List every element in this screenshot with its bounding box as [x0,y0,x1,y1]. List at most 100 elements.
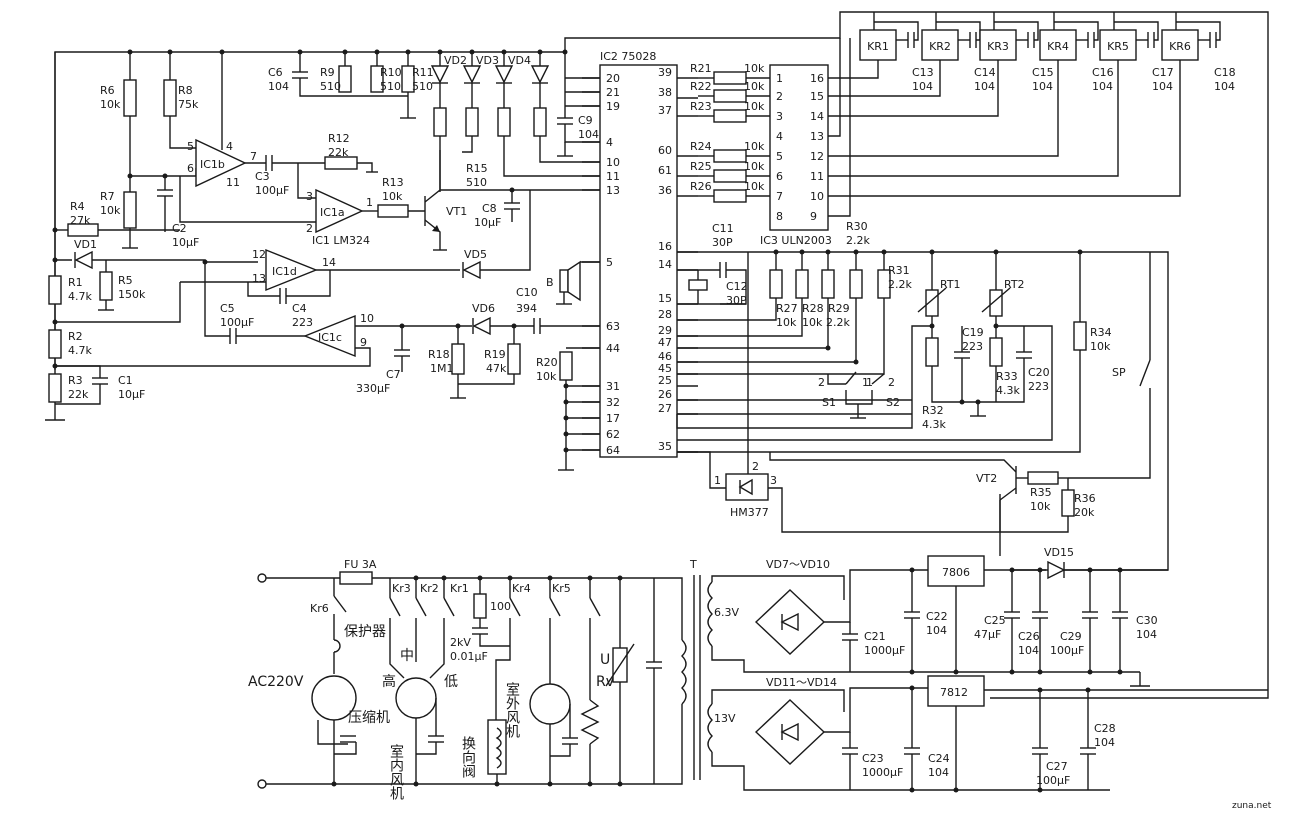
relay-cap-label-c14: C14 [974,66,996,79]
r4-label: R4 [70,200,85,213]
r3-value: 22k [68,388,89,401]
r28-value: 10k [802,316,823,329]
relay-cap-label-c13: C13 [912,66,934,79]
s2-pin2: 2 [888,376,895,389]
resistor-value-r22: 10k [744,80,765,93]
ic2-pin-16: 16 [658,240,672,253]
c22: C22 104 [904,570,948,672]
hm377-label: HM377 [730,506,769,519]
resistor-label-r23: R23 [690,100,712,113]
ic2-pin-11: 11 [606,170,620,183]
rt1-label: RT1 [940,278,961,291]
relay-label-kr2: KR2 [929,40,951,53]
vd1-label: VD1 [74,238,97,251]
relay-label-kr6: KR6 [1169,40,1191,53]
resistor-label-r24: R24 [690,140,712,153]
sensor-section: R30 2.2k R27 10k R28 10k R29 2.2k [676,220,1169,571]
r30-label: R30 [846,220,868,233]
relay-cap-value-c18: 104 [1214,80,1235,93]
r2-value: 4.7k [68,344,92,357]
rt2-thermistor: RT2 R33 4.3k [981,252,1025,402]
ic3-pin-6: 6 [776,170,783,183]
hm377-pin2: 2 [752,460,759,473]
c26-value: 104 [1018,644,1039,657]
resistor-r21 [713,71,747,85]
c25: C25 47μF [974,570,1020,672]
resistor-label-r25: R25 [690,160,712,173]
relay-cap-value-c17: 104 [1152,80,1173,93]
relay-kr2 [921,29,959,61]
resistor-label-r26: R26 [690,180,712,193]
ic1-part-label: IC1 LM324 [312,234,370,247]
cap-voltage-label: 2kV [450,636,471,649]
ic2-pin-29: 29 [658,324,672,337]
sp-label: SP [1112,366,1126,379]
r15-value: 510 [466,176,487,189]
c2-label: C2 [172,222,187,235]
ic1b-pin4: 4 [226,140,233,153]
valve-label: 换向阀 [460,735,476,779]
r36-value: 20k [1074,506,1095,519]
r100-label: 100 [490,600,511,613]
ic2-pin-28: 28 [658,308,672,321]
hm377-pin3: 3 [770,474,777,487]
ic1a-pin3: 3 [306,190,313,203]
r11-value: 510 [412,80,433,93]
vd15-label: VD15 [1044,546,1074,559]
r10-label: R10 [380,66,402,79]
r27: R27 10k [677,252,798,329]
relay-cap-value-c16: 104 [1092,80,1113,93]
r6-label: R6 [100,84,115,97]
high-label: 高 [382,673,396,690]
resistor-r26 [713,189,747,203]
ic2-pin-39: 39 [658,66,672,79]
c23: C23 1000μF [842,732,903,790]
relay-cap-value-c13: 104 [912,80,933,93]
r18-value: 1M1 [430,362,454,375]
fuse-label: FU 3A [344,558,377,571]
ic1b-label: IC1b [200,158,225,171]
r28-label: R28 [802,302,824,315]
c24-label: C24 [928,752,950,765]
relay-kr4 [1039,29,1077,61]
ic2-pin-26: 26 [658,388,672,401]
resistor-value-r25: 10k [744,160,765,173]
c1-value: 10μF [118,388,145,401]
ic2-pin-14: 14 [658,258,672,271]
c7-value: 330μF [356,382,390,395]
c30: C30 104 [1112,570,1158,672]
r7-label: R7 [100,190,115,203]
ic3-pin-15: 15 [810,90,824,103]
c5-label: C5 [220,302,235,315]
ic1d-pin13: 13 [252,272,266,285]
s1-pin2: 2 [818,376,825,389]
r27-label: R27 [776,302,798,315]
kr3-label: Kr3 [392,582,411,595]
indoor-fan-label: 室内风机 [388,743,404,801]
resistor-r25 [713,169,747,183]
r4-value: 27k [70,214,91,227]
r1-label: R1 [68,276,83,289]
ic2-pin-32: 32 [606,396,620,409]
ic2-pin-27: 27 [658,402,672,415]
r20-value: 10k [536,370,557,383]
junction-dots [52,49,1123,793]
ic2-pin-36: 36 [658,184,672,197]
ic2-pin-46: 46 [658,350,672,363]
c6-label: C6 [268,66,283,79]
c12-label: C12 [726,280,748,293]
kr1-label: Kr1 [450,582,469,595]
switch-s2: 1 2 S2 [866,373,900,409]
u-label: U [600,652,610,668]
ic3-pin-16: 16 [810,72,824,85]
c24-value: 104 [928,766,949,779]
power-supply: T 6.3V 13V VD7～VD10 VD11～VD14 7806 VD15 [681,500,1268,791]
c9-value: 104 [578,128,599,141]
c20-label: C20 [1028,366,1050,379]
ic2-pin-4: 4 [606,136,613,149]
rt1-thermistor: RT1 R32 4.3k [917,252,996,431]
ic3-pin-1: 1 [776,72,783,85]
resistor-r22 [713,89,747,103]
switch-s1: 2 1 S1 [818,371,869,409]
relay-cap-label-c16: C16 [1092,66,1114,79]
